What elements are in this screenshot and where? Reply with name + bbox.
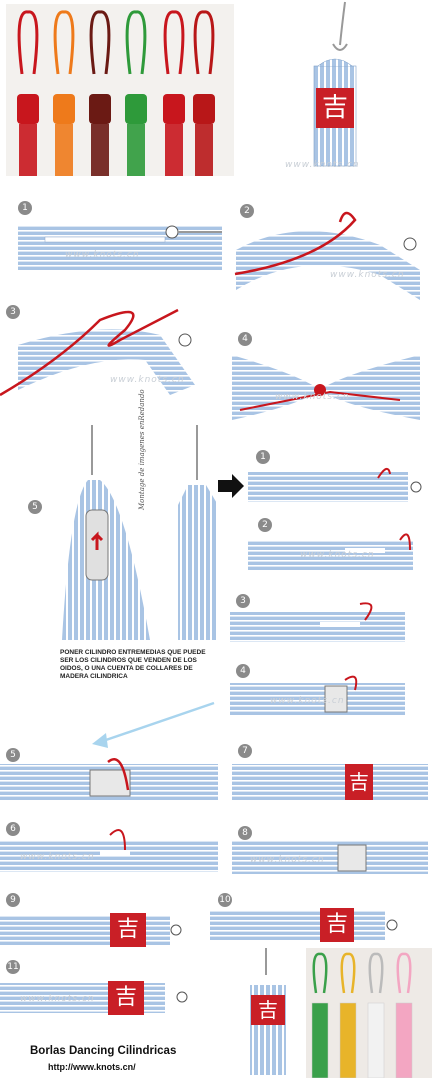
watermark: www.knots.cn bbox=[20, 852, 95, 862]
arrow-light-blue bbox=[99, 701, 215, 744]
step-number: 3 bbox=[6, 305, 20, 319]
tassel-loop bbox=[53, 10, 75, 75]
watermark: www.knots.cn bbox=[270, 696, 345, 706]
bottom-step-number: 11 bbox=[6, 960, 20, 974]
tassel-fringe bbox=[127, 124, 145, 176]
bottom-step-5 bbox=[0, 758, 218, 800]
tassel-head bbox=[89, 94, 111, 124]
tassel-fringe bbox=[195, 124, 213, 176]
page-title: Borlas Dancing Cilindricas bbox=[30, 1045, 177, 1057]
tassel-body bbox=[395, 1002, 413, 1078]
tassel-loop bbox=[163, 10, 185, 75]
bottom-step-number: 5 bbox=[6, 748, 20, 762]
colored-tassels-photo bbox=[306, 948, 432, 1078]
tassel-loop bbox=[125, 10, 147, 75]
bottom-step-number: 9 bbox=[6, 893, 20, 907]
bottom-step-number: 10 bbox=[218, 893, 232, 907]
colored-tassels-drawing bbox=[311, 952, 413, 1078]
cylinder-note: PONER CILINDRO ENTREMEDIAS QUE PUEDE SER… bbox=[60, 649, 206, 680]
watermark: www.knots.cn bbox=[110, 375, 185, 385]
bottom-step-number: 8 bbox=[238, 826, 252, 840]
right-step-number: 3 bbox=[236, 594, 250, 608]
bottom-step-9 bbox=[0, 913, 182, 947]
tassel-body bbox=[339, 1002, 357, 1078]
step-2-diagram bbox=[234, 211, 420, 300]
source-url[interactable]: http://www.knots.cn/ bbox=[48, 1062, 136, 1072]
tassel-body bbox=[311, 1002, 329, 1078]
finished-tassel-top bbox=[313, 1, 357, 167]
tassels-drawing bbox=[17, 10, 215, 176]
watermark: www.knots.cn bbox=[65, 250, 140, 260]
step-number: 5 bbox=[28, 500, 42, 514]
tassel-loop bbox=[312, 952, 328, 994]
step-1-diagram bbox=[18, 225, 222, 270]
bottom-step-10 bbox=[210, 908, 398, 942]
tassel-loop bbox=[17, 10, 39, 75]
bottom-step-6 bbox=[0, 829, 218, 872]
bottom-step-8 bbox=[232, 840, 428, 874]
right-step-number: 1 bbox=[256, 450, 270, 464]
right-step-1 bbox=[248, 467, 422, 502]
tassel-head bbox=[53, 94, 75, 124]
bottom-step-number: 7 bbox=[238, 744, 252, 758]
step-number: 2 bbox=[240, 204, 254, 218]
watermark: www.knots.cn bbox=[330, 270, 405, 280]
tassel-loop bbox=[340, 952, 356, 994]
tassel-head bbox=[193, 94, 215, 124]
seal-step10: 吉 bbox=[325, 912, 348, 937]
watermark: www.knots.cn bbox=[275, 392, 350, 402]
tassel-body bbox=[367, 1002, 385, 1078]
step-3-diagram bbox=[0, 308, 195, 397]
watermark: www.knots.cn bbox=[20, 994, 95, 1004]
seal-step7: 吉 bbox=[349, 770, 369, 794]
arrow-black bbox=[218, 474, 244, 498]
right-step-3 bbox=[230, 602, 405, 642]
bottom-step-11 bbox=[0, 981, 188, 1015]
step-number: 1 bbox=[18, 201, 32, 215]
watermark: www.knots.cn bbox=[300, 550, 375, 560]
bottom-step-7 bbox=[232, 764, 428, 800]
step-number: 4 bbox=[238, 332, 252, 346]
right-step-4 bbox=[230, 675, 405, 715]
seal-final: 吉 bbox=[258, 998, 278, 1022]
tassel-fringe bbox=[91, 124, 109, 176]
tassel-fringe bbox=[165, 124, 183, 176]
tassel-head bbox=[125, 94, 147, 124]
right-step-number: 2 bbox=[258, 518, 272, 532]
step-5-diagram bbox=[62, 425, 218, 640]
bottom-step-number: 6 bbox=[6, 822, 20, 836]
finished-tassel-bottom bbox=[250, 948, 286, 1075]
tassel-loop bbox=[368, 952, 384, 994]
seal-top: 吉 bbox=[321, 93, 348, 123]
vertical-caption: Montage de imagenes enRedando bbox=[138, 389, 146, 510]
tassel-loop bbox=[193, 10, 215, 75]
right-step-2 bbox=[248, 533, 413, 570]
right-step-number: 4 bbox=[236, 664, 250, 678]
watermark: www.knots.cn bbox=[250, 855, 325, 865]
seal-step11: 吉 bbox=[114, 985, 137, 1010]
tassels-photo bbox=[6, 4, 234, 176]
step-4-diagram bbox=[232, 355, 420, 420]
tassel-fringe bbox=[55, 124, 73, 176]
tassel-fringe bbox=[19, 124, 37, 176]
tassel-loop bbox=[89, 10, 111, 75]
tassel-loop bbox=[396, 952, 412, 994]
seal-step9: 吉 bbox=[116, 917, 139, 942]
tassel-head bbox=[17, 94, 39, 124]
tassel-head bbox=[163, 94, 185, 124]
watermark: www.knots.cn bbox=[285, 160, 360, 170]
